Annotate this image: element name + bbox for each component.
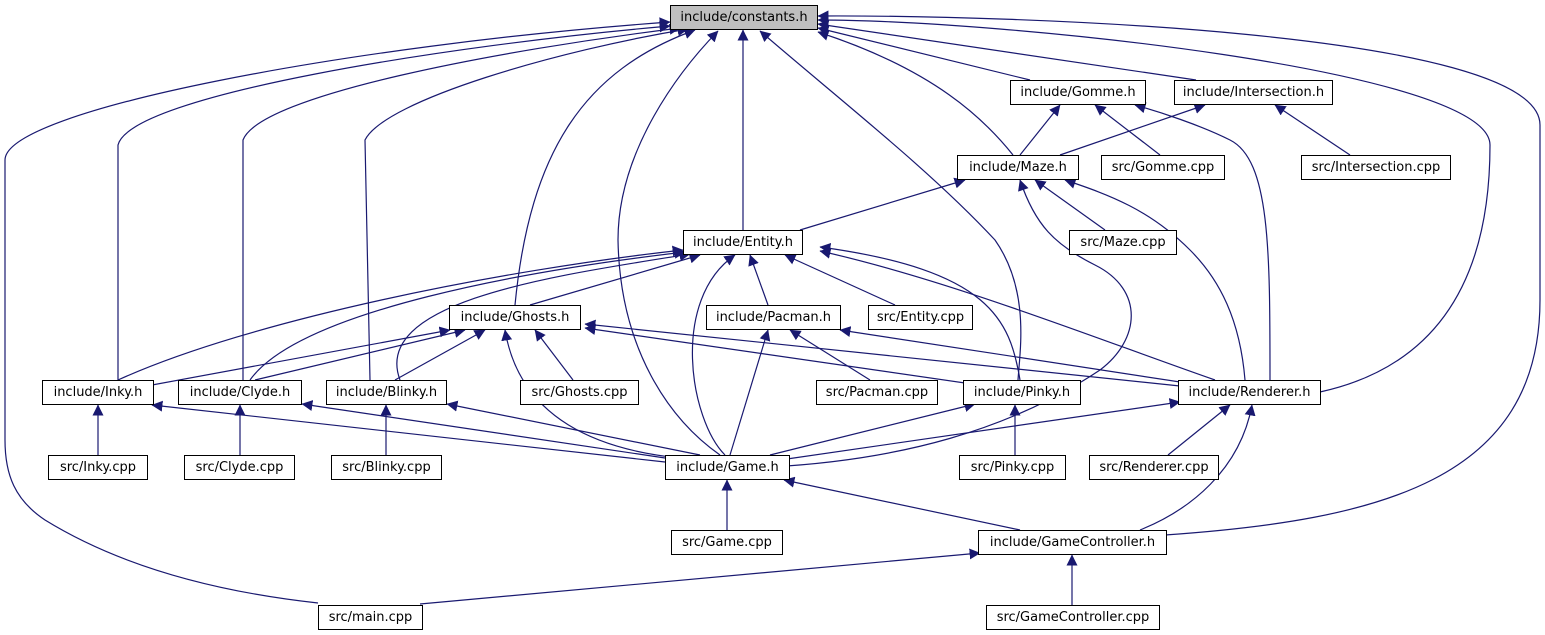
node-gomme-cpp[interactable]: src/Gomme.cpp [1101,155,1225,180]
node-inky-h[interactable]: include/Inky.h [42,380,154,405]
edge-game-inky [151,400,666,463]
edge-renderercpp-renderer [1167,404,1231,456]
edge-gamecontroller-constants [817,10,1541,536]
edge-blinky-entity [396,250,691,381]
edge-entity-maze [799,177,966,231]
edge-clyde-ghosts [254,327,466,381]
edge-main-gamecontroller [419,548,981,605]
edge-renderer-entity [819,247,1216,381]
edge-inky-entity [117,245,684,381]
edge-maze-gomme [1019,104,1061,156]
edge-gamecontroller-renderer [1139,404,1256,531]
edge-blinky-constants [364,25,689,381]
node-maze-cpp[interactable]: src/Maze.cpp [1069,230,1177,255]
edge-pacmancpp-pacman [789,329,871,381]
node-inky-cpp[interactable]: src/Inky.cpp [48,455,148,480]
node-pinky-cpp[interactable]: src/Pinky.cpp [959,455,1066,480]
node-blinky-cpp[interactable]: src/Blinky.cpp [331,455,442,480]
node-renderer-h[interactable]: include/Renderer.h [1178,380,1321,405]
edge-ghostscpp-ghosts [534,329,574,381]
node-gamecontroller-h[interactable]: include/GameController.h [978,530,1167,555]
node-maze-h[interactable]: include/Maze.h [957,155,1079,180]
node-entity-h[interactable]: include/Entity.h [683,230,803,255]
node-renderer-cpp[interactable]: src/Renderer.cpp [1089,455,1219,480]
edge-clyde-entity [249,247,686,381]
node-pacman-h[interactable]: include/Pacman.h [706,305,841,330]
node-blinky-h[interactable]: include/Blinky.h [326,380,447,405]
node-intersection-cpp[interactable]: src/Intersection.cpp [1301,155,1451,180]
edge-renderer-pacman [839,326,1181,383]
edge-game-pinky [769,401,976,456]
edge-pinky-ghosts [584,324,966,384]
edge-renderer-constants [817,14,1491,393]
edge-clyde-constants [242,23,681,380]
edge-game-entity [691,254,736,456]
edge-game-ghosts [501,329,681,459]
edge-game-constants [617,30,721,456]
edge-game-blinky [446,400,701,456]
edge-entitycpp-entity [784,254,896,306]
node-main-cpp[interactable]: src/main.cpp [318,605,423,630]
node-pacman-cpp[interactable]: src/Pacman.cpp [816,380,938,405]
edge-intersectioncpp-intersection [1274,104,1351,156]
edge-gomme-constants [817,25,1031,81]
edge-game-pacman [729,329,771,456]
edge-blinky-ghosts [394,329,486,381]
edge-renderer-ghosts [584,319,1181,387]
node-clyde-h[interactable]: include/Clyde.h [178,380,302,405]
edge-main-constants [4,17,671,604]
edge-ghosts-constants [514,28,696,306]
edge-ghosts-entity [529,252,701,306]
node-gamecontroller-cpp[interactable]: src/GameController.cpp [986,605,1160,630]
node-ghosts-h[interactable]: include/Ghosts.h [449,305,581,330]
edge-pinky-constants [759,30,1022,381]
edge-gamecontroller-game [783,476,1021,531]
edge-mazecpp-maze [1034,179,1106,231]
node-clyde-cpp[interactable]: src/Clyde.cpp [184,455,295,480]
edge-game-clyde [301,400,666,459]
edge-intersection-constants [817,20,1197,81]
node-game-cpp[interactable]: src/Game.cpp [671,530,783,555]
edge-maze-intersection [1059,103,1206,156]
edge-game-renderer [779,398,1181,461]
edge-game-maze [769,179,1132,468]
edge-inky-constants [117,21,671,380]
node-game-h[interactable]: include/Game.h [665,455,790,480]
node-pinky-h[interactable]: include/Pinky.h [963,380,1081,405]
edge-pinky-entity [819,242,1021,381]
node-constants-h: include/constants.h [670,5,818,30]
edge-maze-constants [817,30,1014,156]
node-gomme-h[interactable]: include/Gomme.h [1010,80,1146,105]
node-entity-cpp[interactable]: src/Entity.cpp [868,305,973,330]
edge-renderer-maze [1064,178,1246,381]
edge-gommecpp-gomme [1094,104,1161,156]
node-ghosts-cpp[interactable]: src/Ghosts.cpp [520,380,639,405]
edge-inky-ghosts [151,326,451,386]
edge-pacman-entity [748,254,769,306]
node-intersection-h[interactable]: include/Intersection.h [1174,80,1333,105]
edge-renderer-gomme [1134,102,1271,381]
